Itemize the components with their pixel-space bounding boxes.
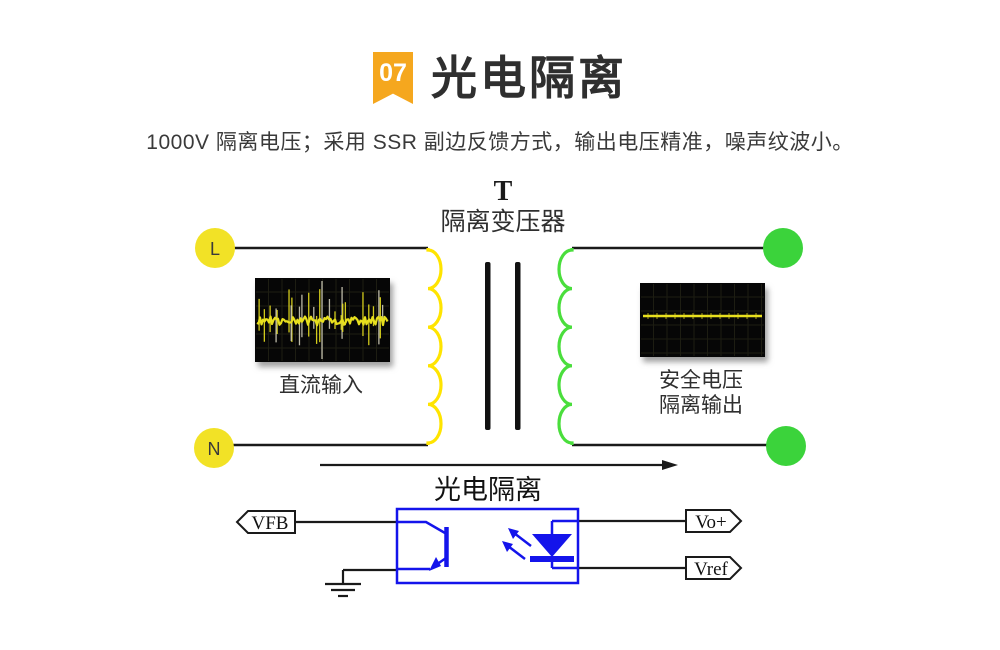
- vref-terminal: Vref: [685, 556, 743, 580]
- led-triangle: [532, 534, 572, 557]
- light-arrows: [502, 528, 532, 560]
- collector-lead: [397, 520, 446, 535]
- light-arrow-1-head: [508, 528, 519, 539]
- subtitle: 1000V 隔离电压；采用 SSR 副边反馈方式，输出电压精准，噪声纹波小。: [146, 131, 854, 154]
- live-node: [195, 228, 235, 268]
- emitter-arrowhead: [429, 557, 441, 571]
- header: 07 光电隔离: [0, 52, 1000, 104]
- output-node-bottom: [766, 426, 806, 466]
- led: [530, 519, 578, 570]
- input-scope: [255, 278, 390, 362]
- output-scope: [640, 283, 765, 357]
- vo-terminal: Vo+: [685, 509, 743, 533]
- arrow-head: [662, 460, 678, 470]
- core-bar-left: [485, 262, 491, 430]
- signal-flow-arrow: [320, 460, 678, 470]
- output-node-top: [763, 228, 803, 268]
- optocoupler-wiring: [295, 519, 686, 572]
- neutral-node: [194, 428, 234, 468]
- ground-symbol: [325, 570, 361, 598]
- vref-label: Vref: [694, 559, 728, 580]
- output-nodes: [763, 228, 806, 466]
- live-node-label: L: [210, 239, 220, 259]
- optocoupler-label: 光电隔离: [434, 475, 542, 505]
- optocoupler-outline: [395, 507, 580, 585]
- transformer-symbol: T: [494, 176, 513, 207]
- vo-flag: [685, 509, 743, 533]
- vfb-label: VFB: [252, 513, 289, 534]
- light-arrow-2: [507, 545, 526, 560]
- circuit-wires: [233, 246, 768, 447]
- secondary-coil: [557, 248, 574, 445]
- neutral-node-label: N: [208, 439, 221, 459]
- input-scope-label: 直流输入: [279, 374, 363, 397]
- isolation-transformer-label: 隔离变压器: [440, 208, 565, 236]
- vfb-terminal: VFB: [235, 510, 296, 534]
- output-scope-label-line2: 隔离输出: [659, 394, 743, 417]
- light-arrow-1: [513, 532, 532, 547]
- input-nodes: L N: [194, 228, 235, 468]
- core-bar-right: [515, 262, 521, 430]
- phototransistor: [397, 520, 449, 571]
- page-title: 光电隔离: [431, 52, 627, 104]
- vo-label: Vo+: [695, 512, 727, 533]
- optocoupler-box: [395, 507, 580, 585]
- transformer-core: [485, 262, 521, 430]
- vref-flag: [685, 556, 743, 580]
- primary-coil: [426, 248, 443, 445]
- vfb-flag: [235, 510, 296, 534]
- output-scope-label-line1: 安全电压: [659, 369, 743, 392]
- light-arrow-2-head: [502, 541, 513, 552]
